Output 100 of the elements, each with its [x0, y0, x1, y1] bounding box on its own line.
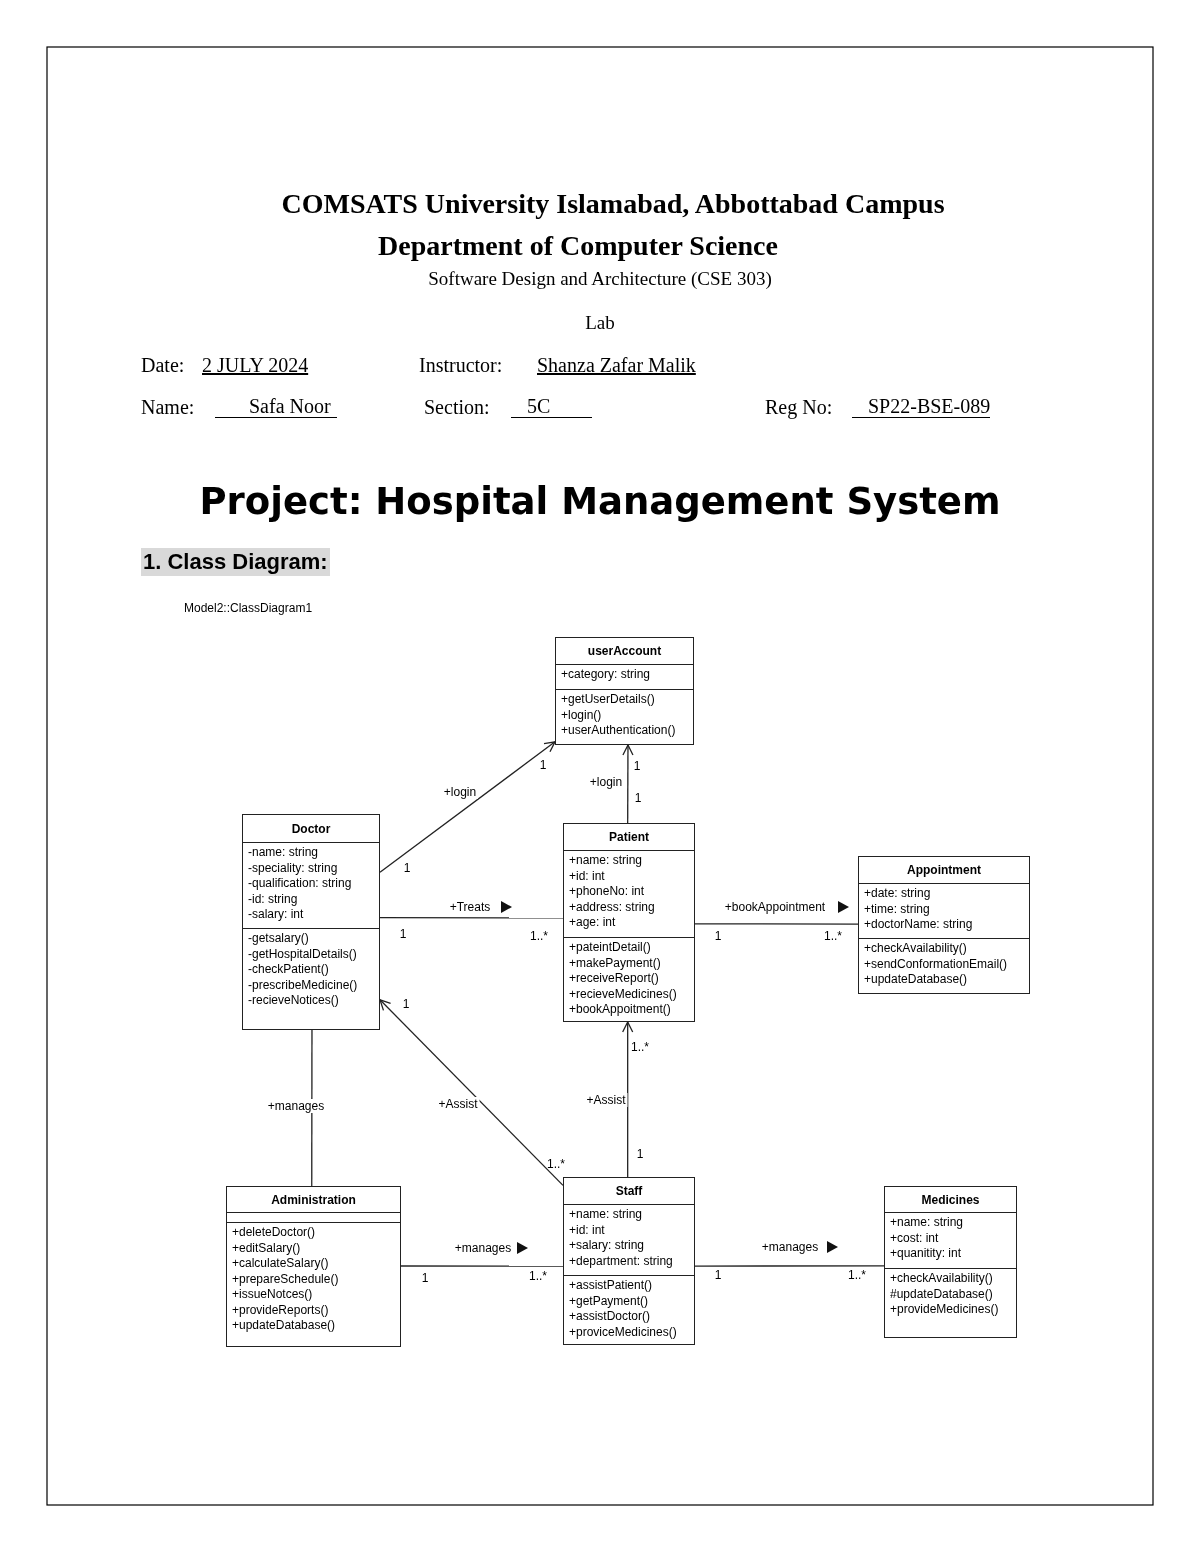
class-name: userAccount: [587, 644, 662, 658]
class-member: +assistDoctor(): [569, 1309, 652, 1325]
header-text: Department of Computer Science: [378, 230, 778, 262]
class-member: +prepareSchedule(): [232, 1271, 340, 1287]
class-member: +login(): [561, 707, 603, 723]
multiplicity-label: 1..*: [824, 929, 842, 943]
class-member: +issueNotces(): [232, 1287, 314, 1303]
association-line: [694, 923, 859, 925]
course-text: Software Design and Architecture (CSE 303): [428, 268, 772, 290]
class-member: +updateDatabase(): [232, 1318, 337, 1334]
class-member: +updateDatabase(): [864, 972, 969, 988]
class-name: Doctor: [291, 821, 331, 836]
association-line: [379, 999, 564, 1187]
edge-label: +manages: [452, 1241, 514, 1255]
class-member: +pateintDetail(): [569, 940, 652, 956]
field-value: 2 JULY 2024: [202, 354, 309, 377]
class-member: +recieveMedicines(): [569, 986, 678, 1002]
multiplicity-label: 1: [421, 1271, 429, 1285]
class-member: +checkAvailability(): [864, 941, 968, 957]
edge-label: +Treats: [447, 900, 493, 914]
class-member: +deleteDoctor(): [232, 1225, 317, 1241]
field-value: Safa Noor: [215, 396, 337, 418]
edge-label: +Assist: [584, 1093, 628, 1107]
multiplicity-label: 1: [399, 927, 407, 941]
class-member: +age: int: [569, 915, 617, 931]
multiplicity-label: 1: [403, 861, 411, 875]
class-member: +name: string: [890, 1215, 965, 1231]
class-member: #updateDatabase(): [890, 1286, 994, 1302]
class-name: Medicines: [921, 1192, 980, 1207]
class-member: -speciality: string: [248, 860, 339, 876]
diagram-name: Model2::ClassDiagram1: [184, 601, 313, 615]
class-member: -name: string: [248, 845, 320, 861]
class-box: [242, 814, 380, 1030]
page-title: Project: Hospital Management System: [199, 480, 1001, 523]
class-member: +provideReports(): [232, 1302, 330, 1318]
association-line: [311, 1029, 313, 1187]
field-label: Section:: [424, 396, 490, 419]
class-member: +makePayment(): [569, 955, 662, 971]
field-value: Shanza Zafar Malik: [537, 354, 696, 377]
multiplicity-label: 1: [402, 997, 410, 1011]
multiplicity-label: 1: [634, 791, 642, 805]
multiplicity-label: 1..*: [631, 1040, 649, 1054]
association-line: [379, 741, 556, 873]
header-text: COMSATS University Islamabad, Abbottabad Campus: [281, 188, 945, 220]
class-box: [858, 856, 1030, 994]
class-member: +calculateSalary(): [232, 1256, 330, 1272]
class-member: +receiveReport(): [569, 971, 660, 987]
lab-text: Lab: [585, 312, 615, 334]
class-member: +bookAppoitment(): [569, 1002, 672, 1018]
class-member: +editSalary(): [232, 1240, 302, 1256]
class-member: -qualification: string: [248, 876, 353, 892]
class-member: +id: int: [569, 868, 606, 884]
class-member: +checkAvailability(): [890, 1271, 994, 1287]
class-member: +department: string: [569, 1253, 674, 1269]
class-name: Appointment: [907, 863, 981, 877]
class-box: [563, 823, 695, 1022]
class-member: +phoneNo: int: [569, 884, 646, 900]
class-member: +id: int: [569, 1222, 606, 1238]
edge-label: +bookAppointment: [722, 900, 828, 914]
class-box: [226, 1186, 401, 1347]
field-label: Reg No:: [765, 396, 833, 419]
class-member: +name: string: [569, 853, 644, 869]
edge-label: +login: [441, 785, 479, 799]
class-member: +assistPatient(): [569, 1278, 654, 1294]
field-value: SP22-BSE-089: [852, 396, 991, 418]
class-member: +getUserDetails(): [561, 692, 656, 708]
multiplicity-label: 1: [714, 1268, 722, 1282]
class-member: +getPayment(): [569, 1293, 650, 1309]
edge-label: +manages: [759, 1240, 821, 1254]
class-member: +category: string: [561, 667, 652, 683]
class-member: -getHospitalDetails(): [248, 946, 358, 962]
class-member: +quanitity: int: [890, 1246, 963, 1262]
section-heading: 1. Class Diagram:: [141, 548, 330, 576]
class-name: Patient: [609, 830, 649, 844]
class-member: +cost: int: [890, 1230, 940, 1246]
class-member: +name: string: [569, 1207, 644, 1223]
class-member: -salary: int: [248, 907, 305, 923]
class-member: +time: string: [864, 901, 931, 917]
class-member: +salary: string: [569, 1238, 646, 1254]
class-member: -prescribeMedicine(): [248, 977, 359, 993]
association-line: [694, 1265, 885, 1267]
edge-label: +Assist: [436, 1097, 480, 1111]
association-line: [622, 1021, 634, 1178]
class-member: +address: string: [569, 899, 656, 915]
class-name: Staff: [615, 1184, 643, 1198]
multiplicity-label: 1: [539, 758, 547, 772]
class-name: Administration: [271, 1192, 356, 1207]
class-box: [884, 1186, 1017, 1338]
multiplicity-label: 1..*: [529, 1269, 547, 1283]
multiplicity-label: 1..*: [848, 1268, 866, 1282]
multiplicity-label: 1: [636, 1147, 644, 1161]
association-line: [400, 1265, 564, 1267]
field-value: 5C: [511, 396, 593, 418]
class-member: +proviceMedicines(): [569, 1324, 678, 1340]
class-member: -recieveNotices(): [248, 993, 340, 1009]
edge-label: +login: [587, 775, 625, 789]
class-member: +provideMedicines(): [890, 1302, 1000, 1318]
class-member: -getsalary(): [248, 931, 310, 947]
class-member: +userAuthentication(): [561, 723, 677, 739]
class-box: [555, 637, 694, 745]
